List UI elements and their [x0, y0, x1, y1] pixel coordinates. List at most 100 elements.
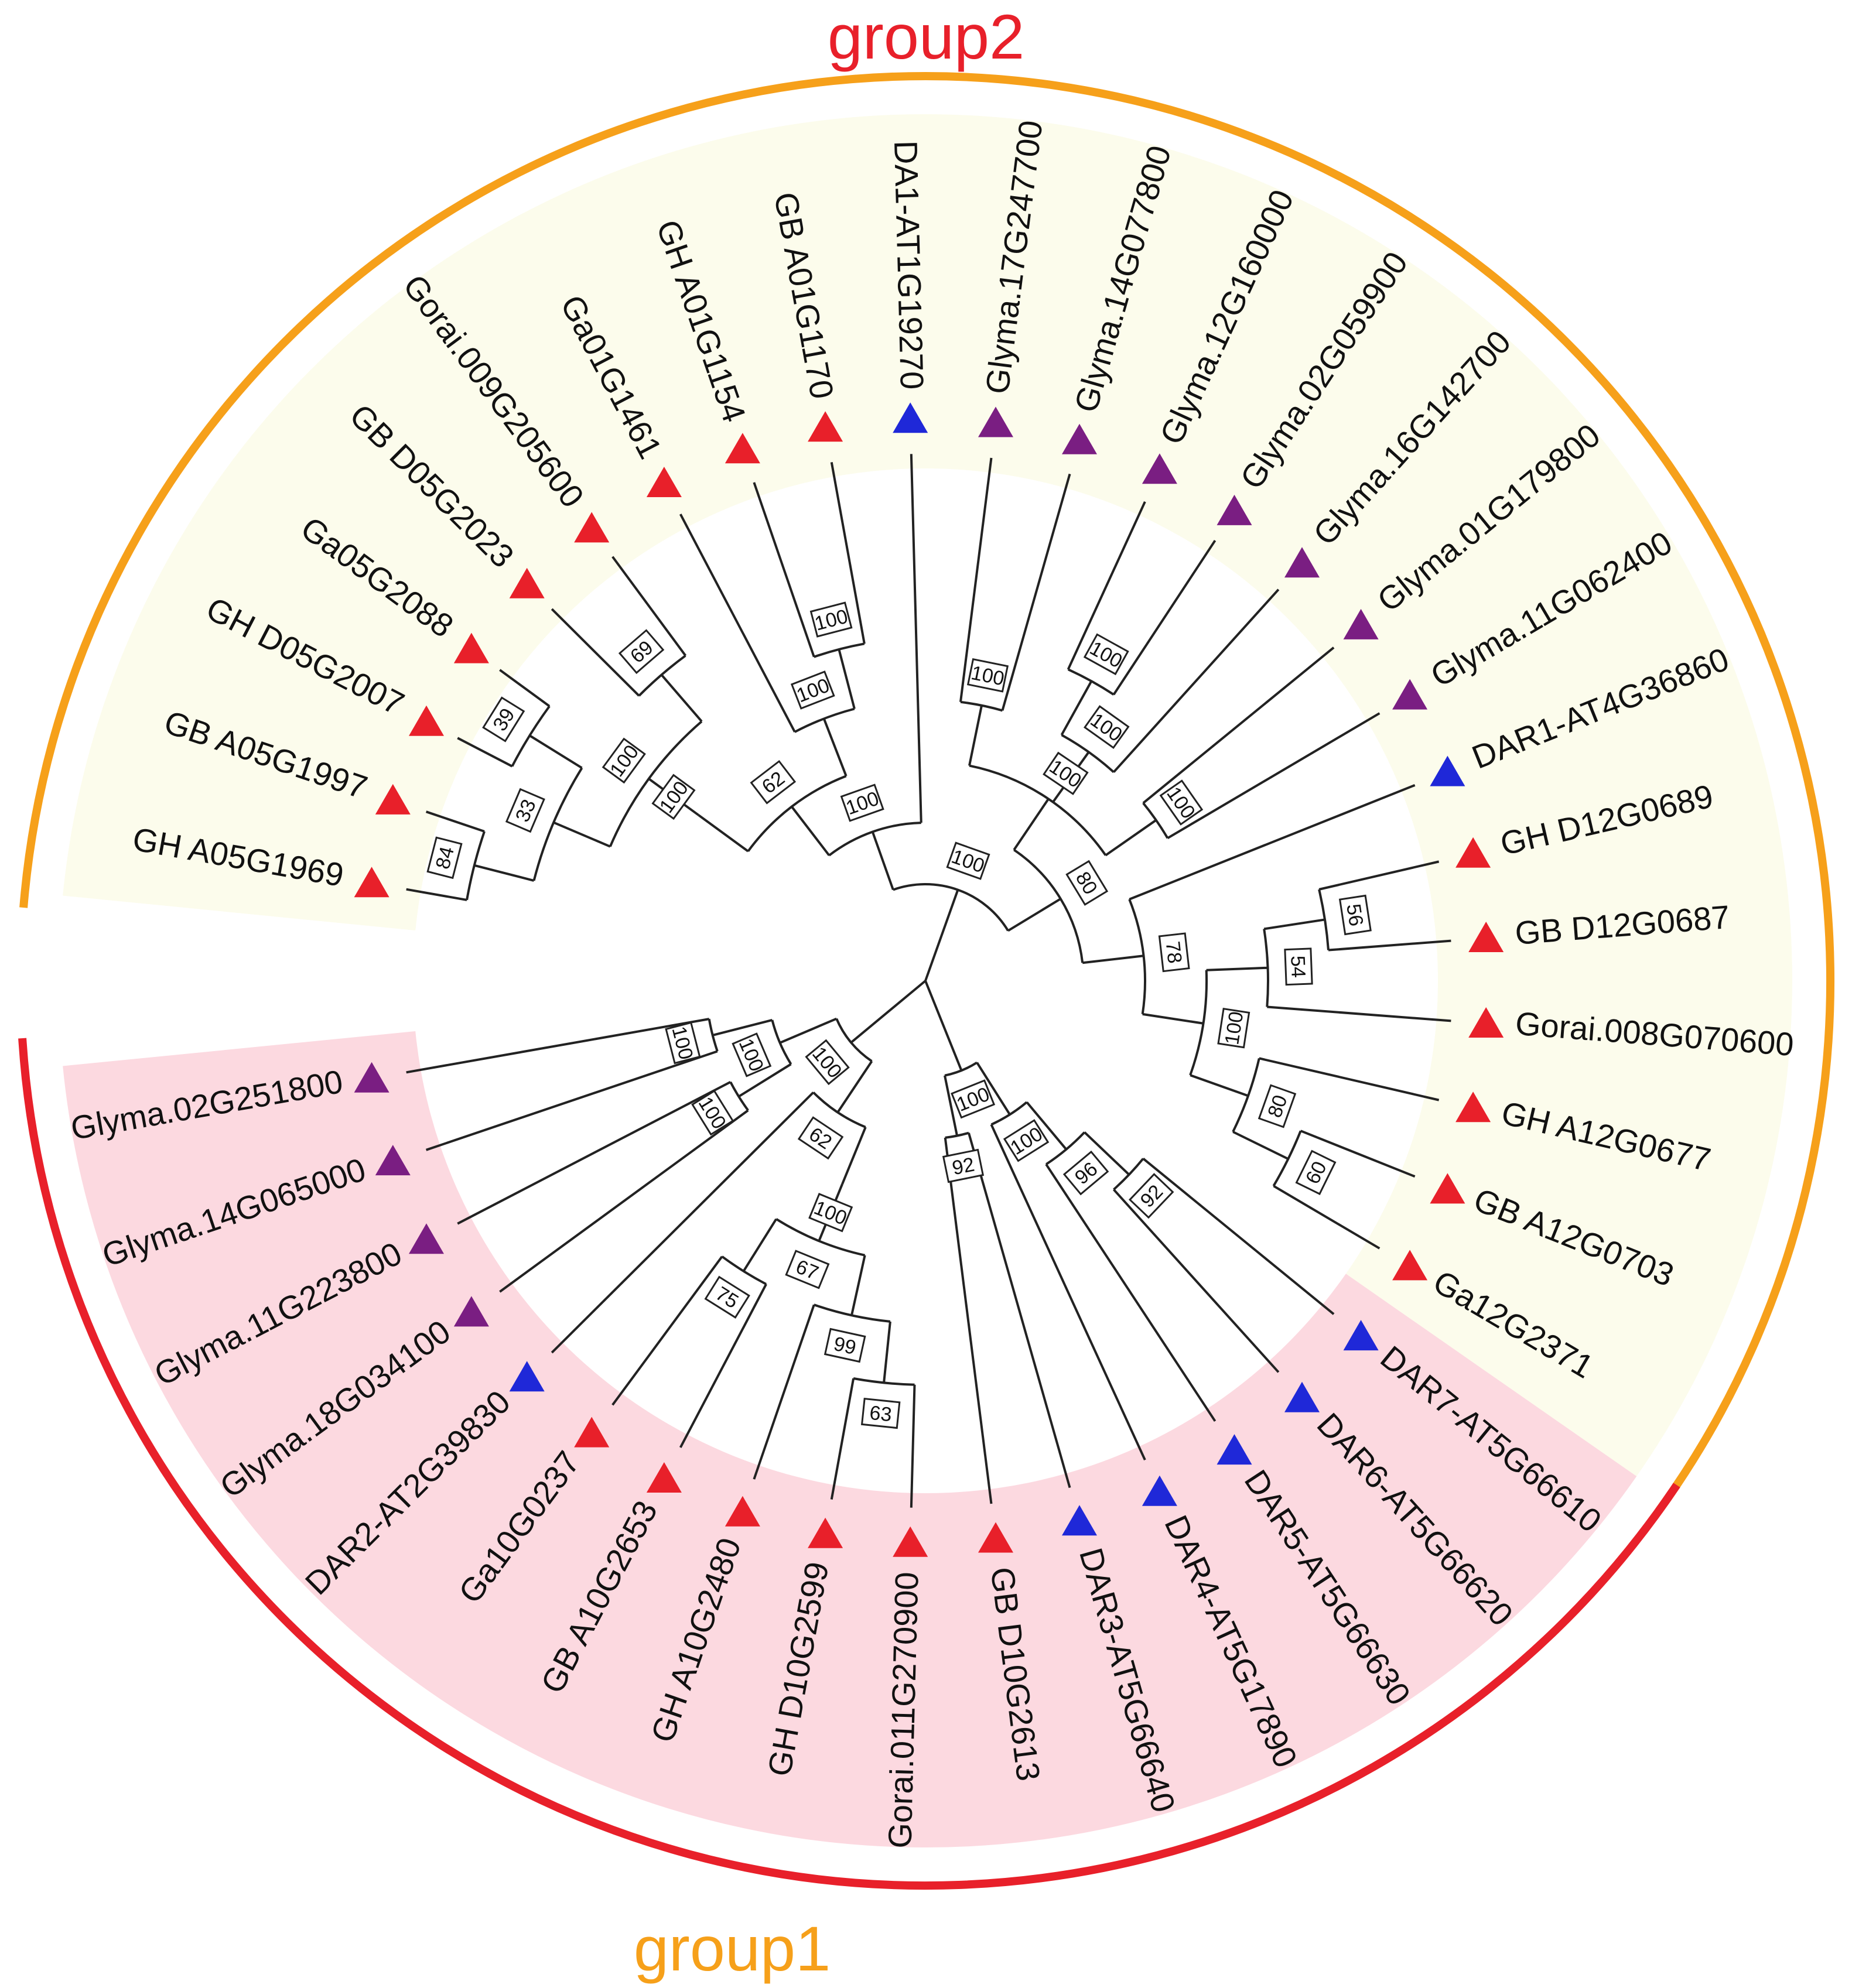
bootstrap-box: [1003, 1119, 1050, 1162]
bootstrap-box: [426, 836, 463, 880]
cotton-triangle-icon: [808, 411, 843, 442]
leaf-marker: [893, 1526, 928, 1557]
cotton-triangle-icon: [354, 867, 389, 898]
bootstrap-box: [602, 737, 646, 784]
bootstrap-value: 100: [651, 774, 696, 820]
soybean-triangle-icon: [978, 406, 1013, 437]
tree-branch-arc: [747, 775, 847, 852]
bootstrap-box: [805, 1039, 850, 1086]
cotton-triangle-icon: [646, 1462, 682, 1493]
tree-branch: [660, 674, 703, 723]
bootstrap-box: [1217, 1008, 1250, 1049]
tree-branch-arc: [609, 720, 703, 847]
bootstrap-box: [966, 658, 1009, 693]
tree-branch: [1232, 1131, 1289, 1160]
cotton-triangle-icon: [893, 1526, 928, 1557]
bootstrap-value: 92: [942, 1148, 985, 1183]
bootstrap-value: 100: [665, 1021, 701, 1065]
tree-branch-arc: [893, 883, 1009, 932]
bootstrap-value: 100: [1159, 779, 1204, 826]
bootstrap-box: [1128, 1173, 1174, 1219]
tree-branch: [679, 514, 796, 733]
bootstrap-label: 84: [432, 844, 459, 871]
tree-branch: [499, 669, 551, 707]
leaf-marker: [725, 433, 760, 464]
arabidopsis-triangle-icon: [1217, 1434, 1252, 1465]
leaf-marker: [574, 512, 610, 543]
bootstrap-box: [1084, 705, 1130, 750]
bootstrap-label: 99: [832, 1333, 858, 1359]
leaf-marker: [1455, 1091, 1491, 1123]
soybean-triangle-icon: [1062, 423, 1097, 454]
bootstrap-box: [1062, 1150, 1109, 1196]
tree-branch: [679, 1284, 767, 1448]
leaf-marker: [1142, 453, 1177, 484]
tree-branch: [944, 1075, 958, 1136]
tree-branch: [425, 1050, 718, 1151]
group2-shading: [63, 1031, 1637, 1847]
tree-branch: [836, 1060, 873, 1113]
soybean-triangle-icon: [409, 1223, 444, 1254]
bootstrap-value: 100: [732, 1032, 772, 1077]
tree-branch-arc: [794, 707, 855, 733]
bootstrap-label: 63: [869, 1402, 893, 1426]
leaf-label: Gorai.011G270900: [881, 1572, 925, 1849]
bootstrap-box: [1295, 1149, 1337, 1195]
bootstrap-label: 100: [1086, 709, 1126, 746]
tree-branch: [551, 608, 640, 697]
bootstrap-box: [618, 629, 665, 675]
tree-branch: [1113, 1189, 1280, 1373]
tree-branch-arc: [532, 767, 583, 881]
bootstrap-label: 100: [1162, 783, 1200, 823]
bootstrap-values: 8439336910010010010062100100100100100100…: [426, 601, 1372, 1429]
tree-branch: [1067, 501, 1146, 670]
tree-branch: [1112, 539, 1217, 696]
leaf-marker: [808, 1517, 843, 1548]
bootstrap-box: [691, 1090, 734, 1136]
tree-branch: [924, 889, 959, 981]
tree-branch: [959, 457, 993, 703]
bootstrap-box: [860, 1397, 901, 1429]
cotton-triangle-icon: [725, 433, 760, 464]
tree-branch: [830, 1378, 855, 1500]
leaf-marker: [375, 1145, 411, 1176]
bootstrap-box: [946, 841, 990, 880]
tree-branch: [712, 1019, 773, 1036]
tree-branch: [968, 705, 983, 766]
tree-branch: [944, 1137, 993, 1504]
bootstrap-box: [1284, 947, 1313, 986]
tree-branch-arc: [835, 1018, 873, 1062]
bootstrap-box: [790, 670, 835, 710]
leaf-marker: [646, 467, 682, 497]
bootstrap-label: 100: [606, 741, 643, 781]
bootstrap-box: [951, 1079, 996, 1119]
tree-branch-arc: [721, 1255, 767, 1285]
tree-branch: [529, 734, 583, 769]
soybean-triangle-icon: [375, 1145, 411, 1176]
tree-branch: [499, 1109, 749, 1293]
soybean-triangle-icon: [1343, 608, 1379, 639]
cotton-triangle-icon: [509, 567, 545, 598]
leaf-marker: [574, 1416, 610, 1448]
leaf-marker: [1284, 1381, 1320, 1412]
bootstrap-label: 100: [843, 788, 881, 820]
tree-branch-arc: [1232, 1058, 1260, 1132]
tree-branch-arc: [969, 764, 1107, 856]
tree-branch: [850, 1255, 866, 1316]
soybean-triangle-icon: [1284, 547, 1320, 578]
tree-branch: [1328, 939, 1451, 952]
leaf-marker: [1343, 608, 1379, 639]
tree-branch-arc: [1272, 1130, 1302, 1187]
tree-branch-arc: [775, 1218, 866, 1257]
tree-branch: [1190, 1074, 1249, 1097]
leaf-marker: [375, 783, 411, 815]
tree-branch: [1113, 588, 1280, 773]
tree-branch: [871, 831, 894, 891]
leaf-marker: [453, 1296, 489, 1327]
soybean-triangle-icon: [1142, 453, 1177, 484]
tree-branch-arc: [1263, 928, 1269, 1007]
leaf-marker: [1392, 1250, 1428, 1281]
leaf-marker: [1062, 423, 1097, 454]
leaf-marker: [1392, 679, 1428, 710]
